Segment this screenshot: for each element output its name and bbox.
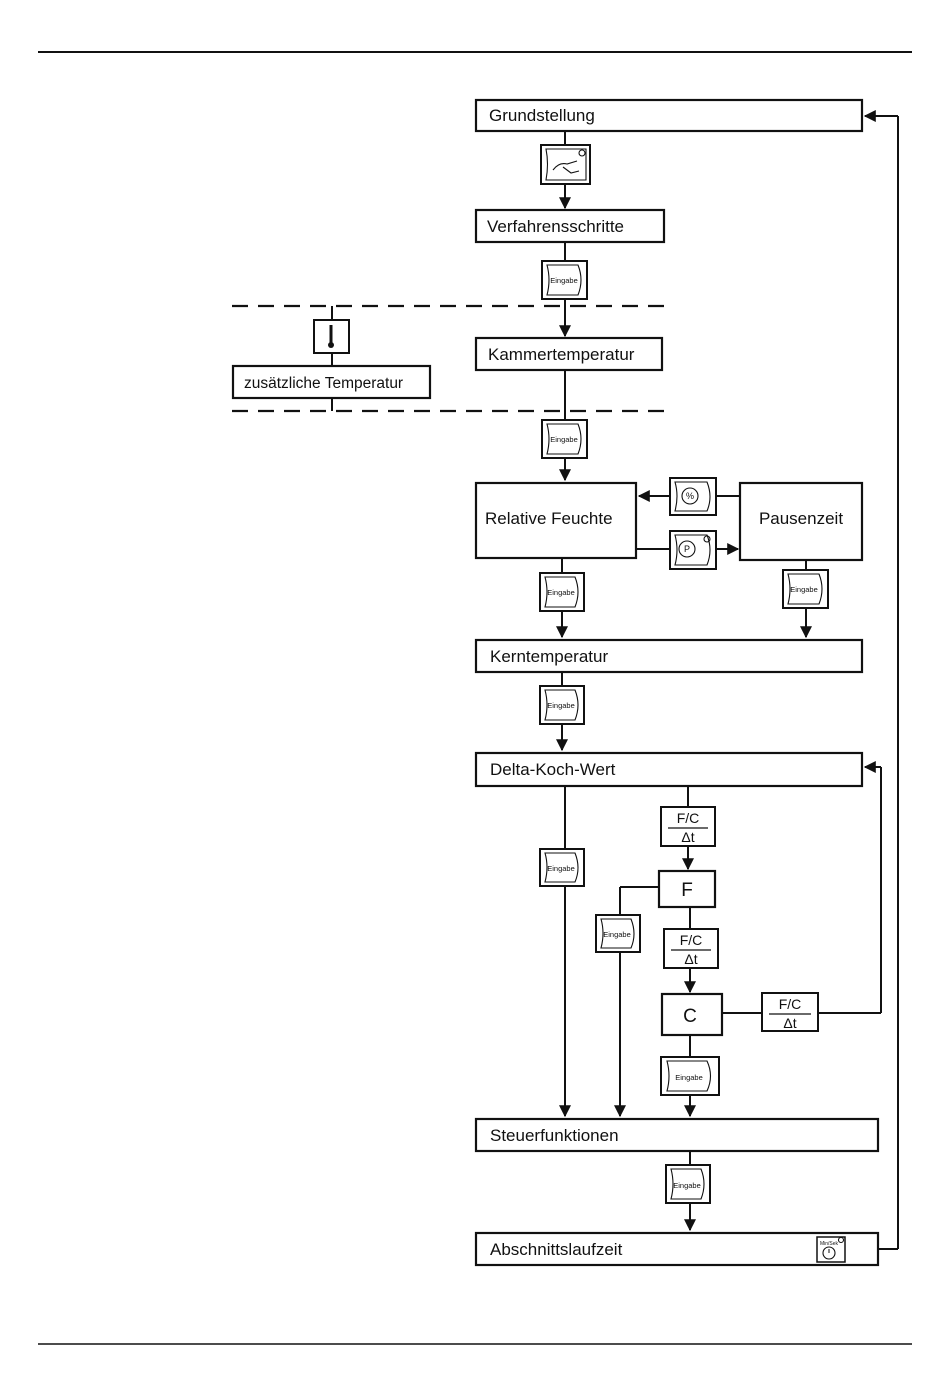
- eingabe-key-icon: Eingabe: [540, 573, 584, 611]
- eingabe-key-icon: Eingabe: [596, 915, 640, 952]
- fc-delta-t-key-2: F/C Δt: [664, 929, 718, 968]
- fc-key-top: F/C: [680, 932, 703, 948]
- box-verfahrensschritte: Verfahrensschritte: [476, 210, 664, 242]
- eingabe-key-icon: Eingabe: [542, 261, 587, 299]
- label-c: C: [683, 1006, 697, 1027]
- fc-key-bottom: Δt: [681, 829, 694, 845]
- eingabe-key-label: Eingabe: [673, 1181, 701, 1190]
- eingabe-key-icon: Eingabe: [540, 686, 584, 724]
- eingabe-key-label: Eingabe: [547, 701, 575, 710]
- label-pausenzeit: Pausenzeit: [759, 509, 843, 528]
- label-verfahrensschritte: Verfahrensschritte: [487, 217, 624, 236]
- eingabe-key-icon: Eingabe: [661, 1057, 719, 1095]
- label-zusaetzliche-temperatur: zusätzliche Temperatur: [244, 375, 403, 392]
- box-steuerfunktionen: Steuerfunktionen: [476, 1119, 878, 1151]
- eingabe-key-icon: Eingabe: [542, 420, 587, 458]
- box-f: F: [659, 871, 715, 907]
- label-abschnittslaufzeit: Abschnittslaufzeit: [490, 1240, 623, 1259]
- timer-key-icon: Min/Sek: [817, 1237, 845, 1262]
- eingabe-key-label: Eingabe: [550, 276, 578, 285]
- fc-key-bottom: Δt: [783, 1015, 796, 1031]
- eingabe-key-label: Eingabe: [547, 588, 575, 597]
- connectors: [332, 116, 898, 1249]
- eingabe-key-label: Eingabe: [547, 864, 575, 873]
- eingabe-key-icon: Eingabe: [666, 1165, 710, 1203]
- eingabe-key-label: Eingabe: [603, 930, 631, 939]
- box-kerntemperatur: Kerntemperatur: [476, 640, 862, 672]
- eingabe-key-icon: Eingabe: [783, 570, 828, 608]
- label-kammertemperatur: Kammertemperatur: [488, 345, 635, 364]
- eingabe-key-label: Eingabe: [675, 1073, 703, 1082]
- pause-key-label: P: [684, 544, 690, 554]
- fc-delta-t-key-3: F/C Δt: [762, 993, 818, 1031]
- eingabe-key-label: Eingabe: [550, 435, 578, 444]
- box-c: C: [662, 994, 722, 1035]
- box-relative-feuchte: Relative Feuchte: [476, 483, 636, 558]
- eingabe-key-label: Eingabe: [790, 585, 818, 594]
- fc-delta-t-key-1: F/C Δt: [661, 807, 715, 846]
- hand-key-icon: [541, 145, 590, 184]
- thermometer-key-icon: [314, 320, 349, 353]
- fc-key-top: F/C: [779, 996, 802, 1012]
- box-grundstellung: Grundstellung: [476, 100, 862, 131]
- label-delta-koch-wert: Delta-Koch-Wert: [490, 760, 616, 779]
- eingabe-key-icon: Eingabe: [540, 849, 584, 886]
- pause-key-icon: P: [670, 531, 716, 569]
- fc-key-bottom: Δt: [684, 951, 697, 967]
- label-steuerfunktionen: Steuerfunktionen: [490, 1126, 619, 1145]
- box-zusaetzliche-temperatur: zusätzliche Temperatur: [233, 366, 430, 398]
- humidity-key-label: %: [686, 491, 694, 501]
- fc-key-top: F/C: [677, 810, 700, 826]
- box-pausenzeit: Pausenzeit: [740, 483, 862, 560]
- humidity-key-icon: %: [670, 478, 716, 515]
- timer-key-label: Min/Sek: [820, 1241, 839, 1247]
- label-grundstellung: Grundstellung: [489, 106, 595, 125]
- box-kammertemperatur: Kammertemperatur: [476, 338, 662, 370]
- label-kerntemperatur: Kerntemperatur: [490, 647, 608, 666]
- box-delta-koch-wert: Delta-Koch-Wert: [476, 753, 862, 786]
- label-f: F: [681, 880, 693, 901]
- label-relative-feuchte: Relative Feuchte: [485, 509, 613, 528]
